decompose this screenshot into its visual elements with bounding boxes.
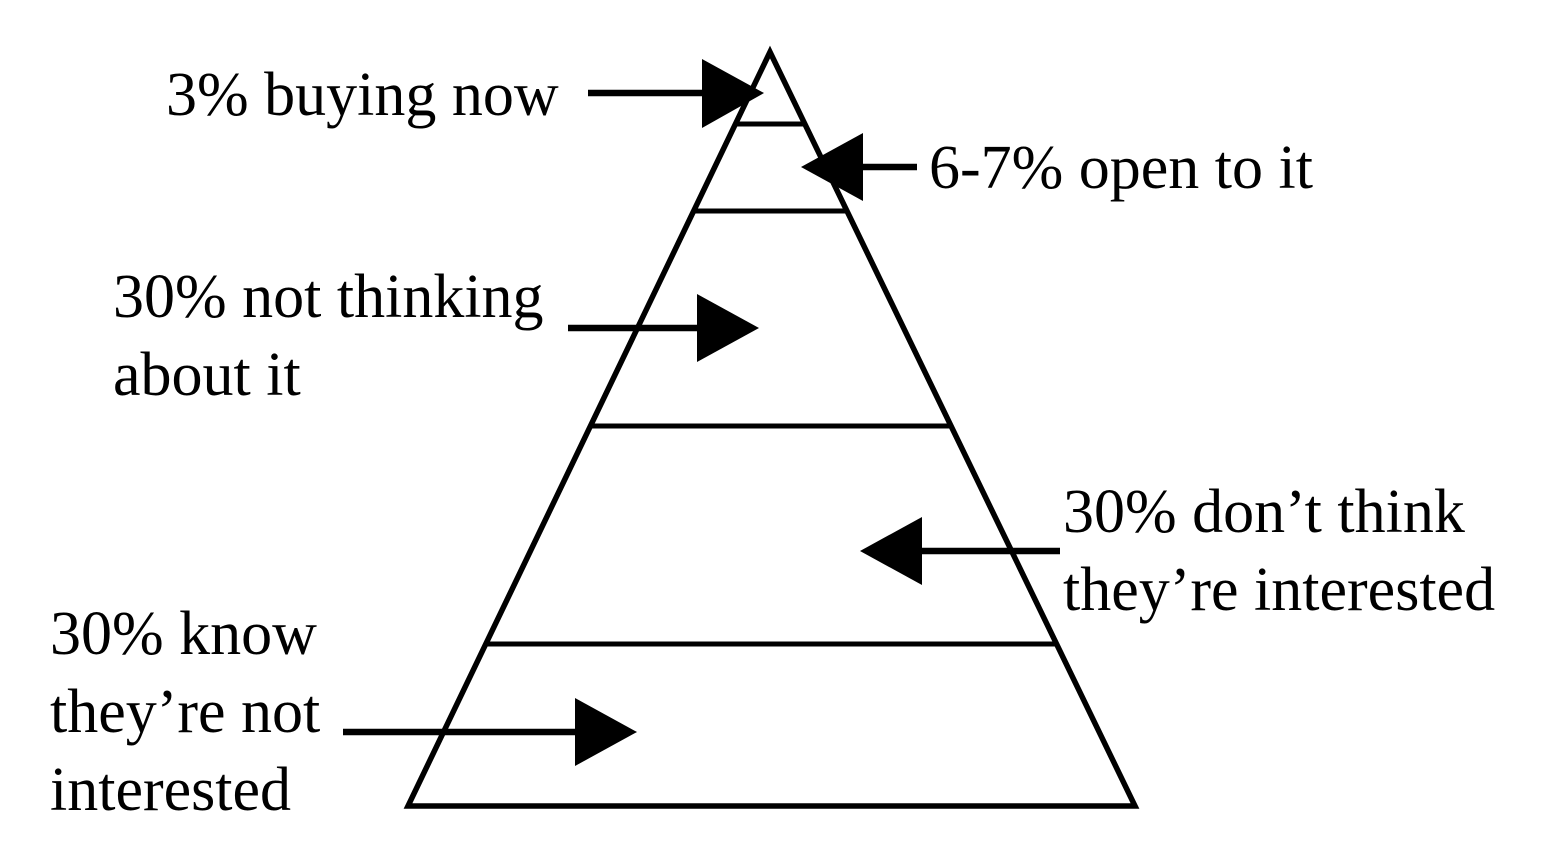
label-dont-think: 30% don’t think they’re interested [1063,478,1496,624]
arrow-not-thinking [568,294,759,362]
pyramid-outline [403,45,1140,809]
label-open-to-it: 6-7% open to it [929,134,1313,202]
arrow-dont-think [860,517,1060,585]
arrow-know-not-head [575,698,637,766]
arrow-buying-now [588,59,764,128]
arrow-dont-think-head [860,517,922,585]
arrow-open-to-it [801,133,917,201]
label-buying-now: 3% buying now [166,61,559,129]
arrow-not-thinking-head [697,294,759,362]
label-not-thinking: 30% not thinking about it [113,263,544,409]
label-know-not: 30% know they’re not interested [50,600,321,824]
arrow-open-to-it-head [801,133,863,201]
arrow-buying-now-head [702,59,764,128]
arrow-know-not [343,698,637,766]
